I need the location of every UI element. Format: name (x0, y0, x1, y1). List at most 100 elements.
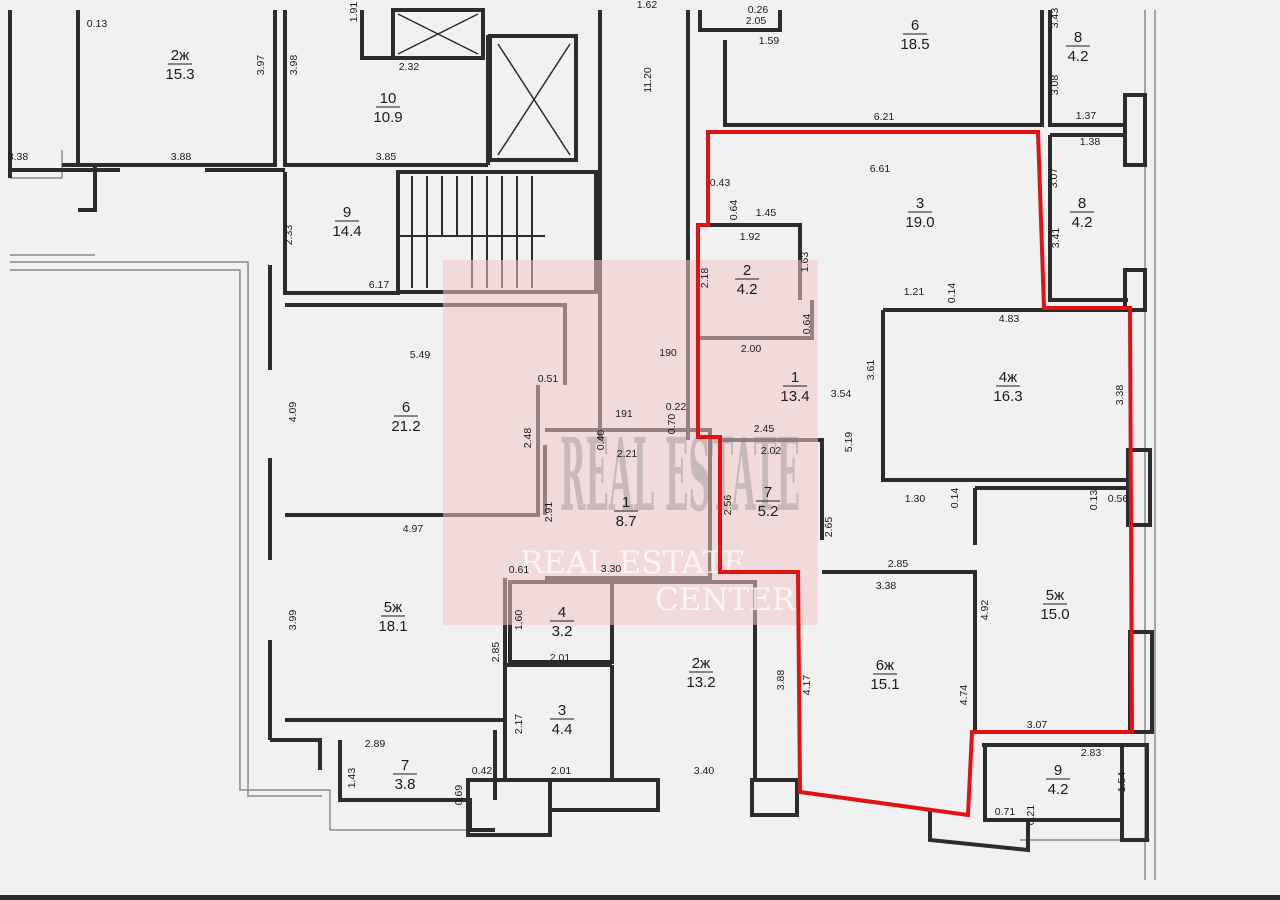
dimension-label: 3.30 (601, 563, 622, 575)
dimension-label: 0.61 (509, 564, 530, 576)
room-area: 13.4 (780, 388, 809, 405)
watermark-sub: CENTER (655, 582, 797, 618)
dimension-label: 3.38 (1114, 385, 1126, 406)
dimension-label: 1.62 (637, 0, 658, 11)
dimension-label: 2.91 (543, 502, 555, 523)
room-area: 3.8 (395, 776, 416, 793)
dimension-label: 0.14 (946, 283, 958, 304)
dimension-label: 0.64 (801, 314, 813, 335)
dimension-label: 4.97 (403, 523, 424, 535)
dimension-label: 1.30 (905, 493, 926, 505)
dimension-label: 6.21 (874, 111, 895, 123)
dimension-label: 0.14 (949, 488, 961, 509)
dimension-label: 2.05 (746, 15, 767, 27)
room-area: 15.0 (1040, 606, 1069, 623)
dimension-label: 3.97 (255, 55, 267, 76)
dimension-label: 3.38 (876, 580, 897, 592)
room-number: 3 (916, 195, 924, 212)
dimension-label: 0.70 (666, 414, 678, 435)
room-area: 4.2 (1048, 781, 1069, 798)
room-area: 4.2 (737, 281, 758, 298)
room-number: 8 (1078, 195, 1086, 212)
dimension-label: 1.45 (756, 207, 777, 219)
dimension-label: 2.85 (888, 558, 909, 570)
room-area: 4.2 (1068, 48, 1089, 65)
dimension-label: 3.85 (376, 151, 397, 163)
room-number: 9 (343, 204, 351, 221)
dimension-label: 4.17 (801, 675, 813, 696)
dimension-label: 0.43 (710, 177, 731, 189)
dimension-label: 3.88 (171, 151, 192, 163)
dimension-label: 2.56 (722, 495, 734, 516)
dimension-label: 1.59 (759, 35, 780, 47)
dimension-label: 190 (659, 347, 677, 359)
room-area: 3.2 (552, 623, 573, 640)
dimension-label: 2.83 (1081, 747, 1102, 759)
dimension-label: 2.01 (550, 652, 571, 664)
dimension-label: 0.56 (1108, 493, 1129, 505)
dimension-label: 1.54 (1116, 772, 1128, 793)
room-number: 2ж (171, 47, 189, 64)
dimension-label: 2.18 (699, 268, 711, 289)
room-area: 18.1 (378, 618, 407, 635)
room-number: 6 (402, 399, 410, 416)
dimension-label: 2.65 (823, 517, 835, 538)
dimension-label: 2.33 (283, 225, 295, 246)
dimension-label: 1.63 (799, 252, 811, 273)
dimension-label: 0.13 (87, 18, 108, 30)
room-area: 14.4 (332, 223, 361, 240)
dimension-label: 0.71 (995, 806, 1016, 818)
room-number: 4ж (999, 369, 1017, 386)
dimension-label: 2.85 (490, 642, 502, 663)
room-area: 16.3 (993, 388, 1022, 405)
room-number: 9 (1054, 762, 1062, 779)
dimension-label: 3.54 (831, 388, 852, 400)
elevator-shafts (397, 13, 571, 156)
room-number: 5ж (1046, 587, 1064, 604)
highlighted-apartment-outline (696, 130, 1135, 818)
dimension-label: 2.17 (513, 714, 525, 735)
room-number: 2ж (692, 655, 710, 672)
watermark-box (443, 260, 818, 625)
dimension-label: 4.83 (999, 313, 1020, 325)
dimension-label: 2.00 (741, 343, 762, 355)
dimension-label: 5.19 (843, 432, 855, 453)
dimension-label: 4.74 (958, 685, 970, 706)
dimension-label: 1.92 (740, 231, 761, 243)
room-area: 13.2 (686, 674, 715, 691)
dimension-label: 6.61 (870, 163, 891, 175)
watermark-brand: REAL ESTATE (520, 545, 746, 581)
dimension-label: 3.43 (1049, 8, 1061, 29)
dimension-label: 2.02 (761, 445, 782, 457)
room-area: 15.3 (165, 66, 194, 83)
dimension-label: 3.99 (287, 610, 299, 631)
dimension-label: 2.32 (399, 61, 420, 73)
dimension-label: 2.89 (365, 738, 386, 750)
dimension-label: 3.98 (288, 55, 300, 76)
dimension-label: 0.13 (1088, 490, 1100, 511)
dimension-label: 191 (615, 408, 633, 420)
dimension-label: 6.17 (369, 279, 390, 291)
dimension-label: 2.48 (522, 428, 534, 449)
room-number: 3 (558, 702, 566, 719)
room-number: 2 (743, 262, 751, 279)
dimension-label: 4.92 (979, 600, 991, 621)
watermark: REAL ESTATE REAL ESTATE CENTER (443, 260, 818, 625)
dimension-label: 3.61 (865, 360, 877, 381)
dimension-label: 2.01 (551, 765, 572, 777)
dimension-label: 0.42 (472, 765, 493, 777)
room-number: 1 (622, 494, 630, 511)
room-area: 21.2 (391, 418, 420, 435)
dimension-label: 1.21 (904, 286, 925, 298)
room-number: 7 (401, 757, 409, 774)
dimension-label: 2.21 (617, 448, 638, 460)
dimension-label: 1.60 (513, 610, 525, 631)
room-area: 8.7 (616, 513, 637, 530)
room-area: 4.2 (1072, 214, 1093, 231)
dimension-label: 3.38 (8, 151, 29, 163)
dimension-label: 3.41 (1050, 228, 1062, 249)
dimension-label: 2.45 (754, 423, 775, 435)
